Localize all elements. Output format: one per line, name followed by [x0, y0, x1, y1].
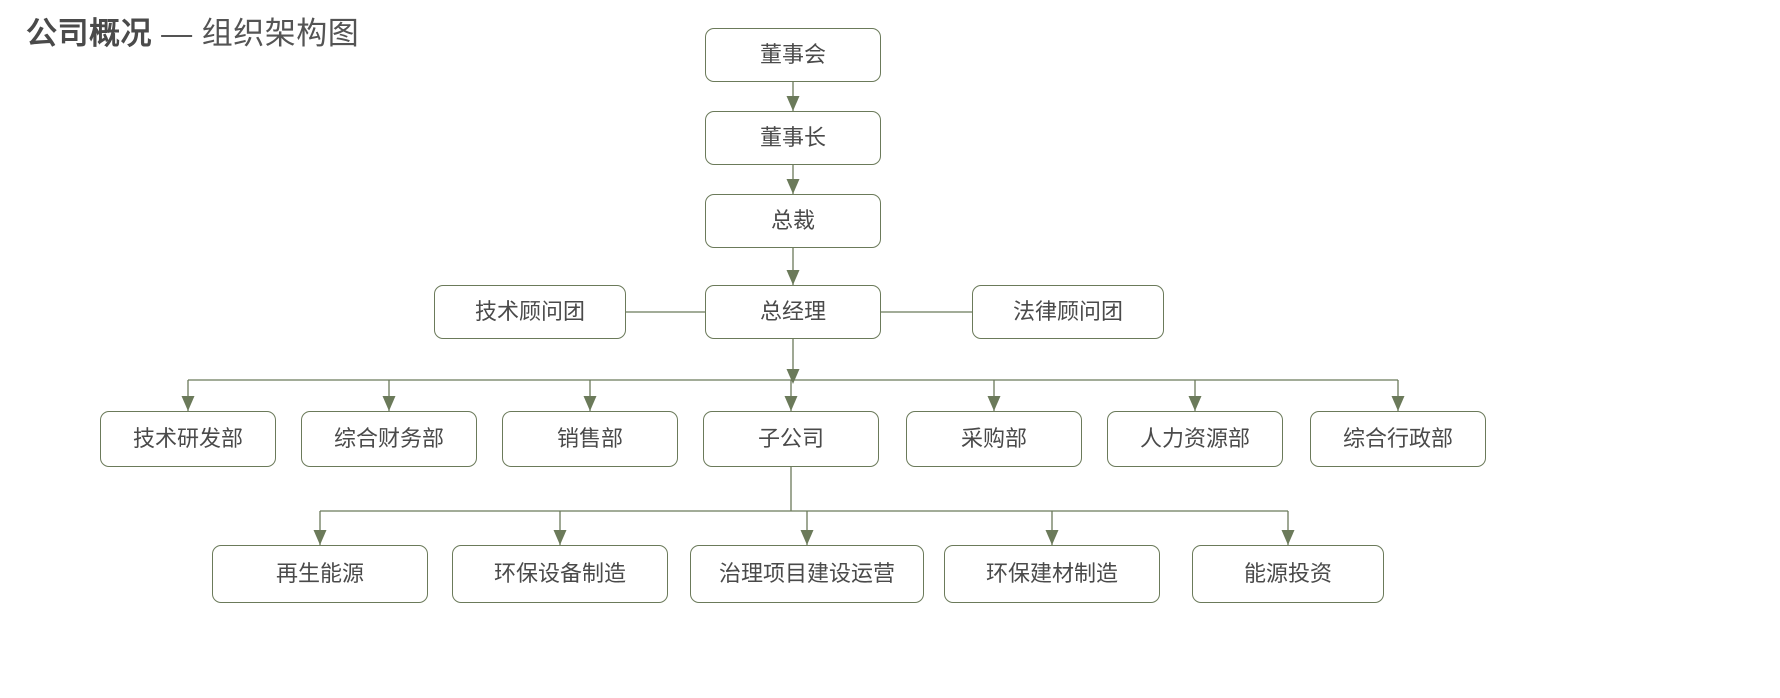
- org-node-dept-subsidiary[interactable]: 子公司: [703, 411, 879, 467]
- org-node-sub-project[interactable]: 治理项目建设运营: [690, 545, 924, 603]
- org-node-label: 技术研发部: [132, 426, 243, 451]
- org-node-label: 子公司: [757, 426, 824, 451]
- connector-arrowhead: [786, 96, 800, 111]
- connector-arrowhead: [1391, 396, 1405, 411]
- connector-arrowhead: [784, 396, 798, 411]
- page-title-subtitle: 组织架构图: [201, 16, 360, 51]
- connector-arrowhead: [553, 530, 567, 545]
- org-node-label: 董事长: [759, 125, 826, 150]
- org-node-dept-rd[interactable]: 技术研发部: [100, 411, 276, 467]
- org-node-label: 综合行政部: [1342, 426, 1453, 451]
- org-node-dept-finance[interactable]: 综合财务部: [301, 411, 477, 467]
- org-node-label: 法律顾问团: [1012, 299, 1123, 324]
- connector-arrowhead: [583, 396, 597, 411]
- org-node-label: 再生能源: [275, 561, 364, 586]
- org-node-sub-investment[interactable]: 能源投资: [1192, 545, 1384, 603]
- connector-arrowhead: [1281, 530, 1295, 545]
- org-node-label: 总经理: [759, 299, 826, 324]
- connector-arrowhead: [786, 369, 800, 384]
- org-node-sub-equipment[interactable]: 环保设备制造: [452, 545, 668, 603]
- org-node-dept-admin[interactable]: 综合行政部: [1310, 411, 1486, 467]
- org-node-president[interactable]: 总裁: [705, 194, 881, 248]
- connector-arrowhead: [181, 396, 195, 411]
- org-node-label: 能源投资: [1243, 561, 1332, 586]
- org-node-label: 采购部: [960, 426, 1027, 451]
- org-node-label: 综合财务部: [333, 426, 444, 451]
- org-node-dept-purchase[interactable]: 采购部: [906, 411, 1082, 467]
- connector-arrowhead: [1045, 530, 1059, 545]
- connector-arrowhead: [987, 396, 1001, 411]
- connector-arrowhead: [786, 179, 800, 194]
- org-node-dept-sales[interactable]: 销售部: [502, 411, 678, 467]
- org-node-label: 技术顾问团: [474, 299, 585, 324]
- org-node-label: 总裁: [770, 208, 815, 233]
- org-node-legal-advisor[interactable]: 法律顾问团: [972, 285, 1164, 339]
- org-node-label: 环保建材制造: [985, 561, 1118, 586]
- org-node-tech-advisor[interactable]: 技术顾问团: [434, 285, 626, 339]
- org-node-sub-material[interactable]: 环保建材制造: [944, 545, 1160, 603]
- connector-arrowhead: [313, 530, 327, 545]
- connector-arrowhead: [1188, 396, 1202, 411]
- org-node-label: 治理项目建设运营: [718, 561, 895, 586]
- connector-arrowhead: [382, 396, 396, 411]
- connector-arrowhead: [786, 270, 800, 285]
- page-title-separator: —: [152, 16, 202, 51]
- org-node-label: 销售部: [556, 426, 623, 451]
- org-node-label: 人力资源部: [1139, 426, 1250, 451]
- org-node-gm[interactable]: 总经理: [705, 285, 881, 339]
- connector-arrowhead: [800, 530, 814, 545]
- org-node-chairman[interactable]: 董事长: [705, 111, 881, 165]
- page-title-main: 公司概况: [26, 16, 152, 51]
- page-title: 公司概况 — 组织架构图: [26, 8, 359, 53]
- org-node-board[interactable]: 董事会: [705, 28, 881, 82]
- org-node-label: 环保设备制造: [493, 561, 626, 586]
- org-node-dept-hr[interactable]: 人力资源部: [1107, 411, 1283, 467]
- org-node-label: 董事会: [759, 42, 826, 67]
- org-node-sub-renewable[interactable]: 再生能源: [212, 545, 428, 603]
